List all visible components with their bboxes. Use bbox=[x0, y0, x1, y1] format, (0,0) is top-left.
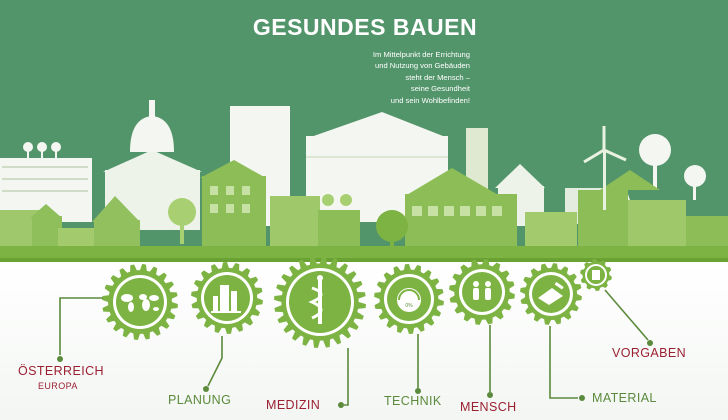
gear-row: 0% bbox=[102, 256, 612, 348]
caduceus-icon bbox=[308, 275, 323, 324]
building-plan-icon bbox=[211, 285, 241, 313]
tagline-line: Im Mittelpunkt der Errichtung bbox=[372, 50, 470, 59]
label-medizin: MEDIZIN bbox=[266, 398, 321, 412]
label-mensch: MENSCH bbox=[460, 400, 517, 414]
world-map-icon bbox=[121, 294, 159, 312]
gear-medizin bbox=[274, 256, 366, 348]
label-oesterreich: ÖSTERREICH bbox=[18, 364, 104, 378]
skyline-green-buildings bbox=[0, 126, 728, 262]
label-technik: TECHNIK bbox=[384, 394, 442, 408]
gear-material bbox=[520, 263, 582, 325]
meter-readout: 0% bbox=[405, 303, 413, 309]
gear-mensch bbox=[449, 259, 515, 325]
meter-icon: 0% bbox=[397, 288, 421, 312]
trowel-icon bbox=[538, 281, 564, 305]
gear-oesterreich bbox=[102, 264, 178, 340]
people-icon bbox=[473, 281, 491, 300]
tagline: Im Mittelpunkt der Errichtung und Nutzun… bbox=[318, 49, 470, 106]
document-icon bbox=[592, 270, 600, 280]
label-planung: PLANUNG bbox=[168, 393, 232, 407]
label-connectors bbox=[57, 289, 653, 408]
gear-technik: 0% bbox=[374, 264, 444, 334]
tagline-line: steht der Mensch – bbox=[405, 72, 470, 82]
label-material: MATERIAL bbox=[592, 391, 657, 405]
page-title: GESUNDES BAUEN bbox=[252, 14, 478, 40]
gear-vorgaben bbox=[580, 259, 612, 291]
tagline-line: seine Gesundheit bbox=[410, 84, 470, 94]
tagline-line: und Nutzung von Gebäuden bbox=[375, 61, 470, 71]
tagline-line: und sein Wohlbefinden! bbox=[390, 95, 470, 105]
gear-planung bbox=[191, 262, 263, 334]
label-europa: EUROPA bbox=[38, 381, 78, 391]
label-vorgaben: VORGABEN bbox=[612, 346, 687, 360]
